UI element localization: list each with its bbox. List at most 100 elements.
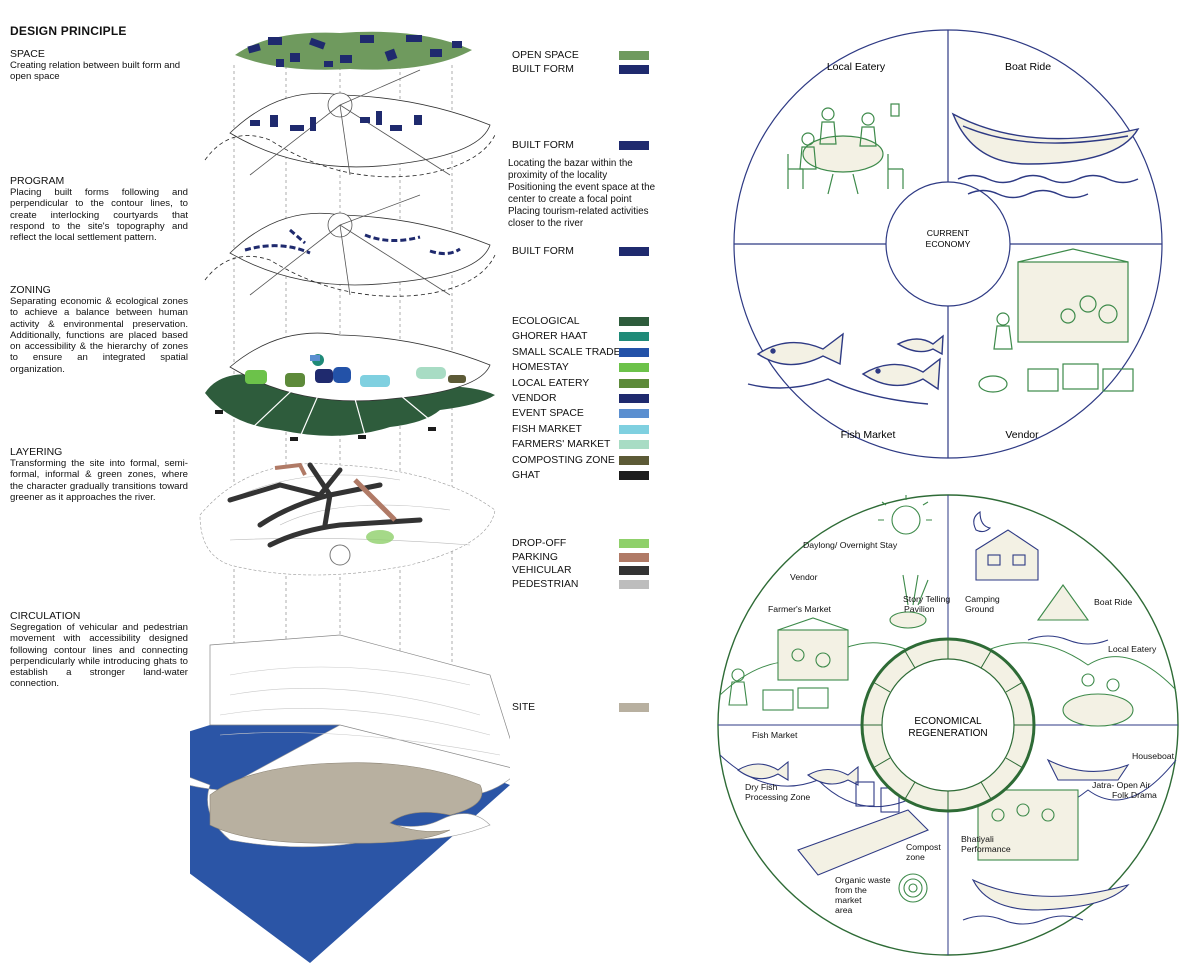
- section-heading: CIRCULATION: [10, 610, 81, 622]
- current-economy-diagram: CURRENT ECONOMY Local Eatery Boat Ride F…: [733, 29, 1163, 459]
- label-bhatiyali-2: Performance: [961, 844, 1011, 854]
- section-text: Segregation of vehicular and pedestrian …: [10, 622, 188, 690]
- label-camping-ground-1: Camping: [965, 594, 1000, 604]
- legend-item: SMALL SCALE TRADE: [512, 347, 652, 362]
- legend-item: HOMESTAY: [512, 362, 652, 377]
- section-circulation: CIRCULATION Segregation of vehicular and…: [10, 611, 188, 690]
- center-label-line1: CURRENT: [927, 228, 970, 238]
- vendor-sketch: [978, 248, 1134, 393]
- center-label-line2: ECONOMY: [926, 239, 971, 249]
- economical-regeneration-diagram: ECONOMICAL REGENERATION Daylong/ Overnig…: [717, 494, 1179, 956]
- legend-swatch: [619, 378, 649, 388]
- program-note: Positioning the event space at the cente…: [508, 182, 656, 205]
- label-organic-waste-1: Organic waste: [835, 875, 891, 885]
- legend-swatch: [619, 141, 649, 150]
- legend-item: BUILT FORM: [512, 64, 652, 78]
- regeneration-labels: Daylong/ Overnight Stay Vendor Farmer's …: [745, 540, 1175, 915]
- quadrant-label: Local Eatery: [827, 61, 886, 73]
- section-heading: PROGRAM: [10, 175, 65, 187]
- legend-item: PARKING: [512, 552, 652, 566]
- legend-swatch: [619, 703, 649, 712]
- label-organic-waste-3: market: [835, 895, 862, 905]
- regeneration-wheel: ECONOMICAL REGENERATION: [860, 637, 1036, 813]
- label-compost-2: zone: [906, 852, 925, 862]
- label-organic-waste-4: area: [835, 905, 853, 915]
- quadrant-label: Fish Market: [841, 429, 896, 441]
- legend-swatch: [619, 566, 649, 576]
- legend-swatch: [619, 51, 649, 60]
- quadrant-label: Vendor: [1005, 429, 1039, 441]
- label-fish-market: Fish Market: [752, 730, 798, 740]
- section-layering: LAYERING Transforming the site into form…: [10, 447, 188, 503]
- center-circle: [885, 181, 1011, 307]
- section-text: Transforming the site into formal, semi-…: [10, 458, 188, 503]
- section-program: PROGRAM Placing built forms following an…: [10, 175, 188, 244]
- label-daylong-stay: Daylong/ Overnight Stay: [803, 540, 898, 550]
- layer-space: [235, 31, 472, 70]
- legend-swatch: [619, 409, 649, 419]
- legend-swatch: [619, 65, 649, 74]
- label-farmers-market: Farmer's Market: [768, 604, 832, 614]
- label-boat-ride: Boat Ride: [1094, 597, 1132, 607]
- section-heading: SPACE: [10, 48, 45, 60]
- legend-program: BUILT FORM: [512, 140, 652, 154]
- legend-item: SITE: [512, 702, 652, 716]
- label-organic-waste-2: from the: [835, 885, 867, 895]
- section-heading: ZONING: [10, 284, 51, 296]
- program-note: Placing tourism-related activities close…: [508, 206, 649, 229]
- label-story-telling-pavilion-1: Story Telling: [903, 594, 950, 604]
- label-camping-ground-2: Ground: [965, 604, 994, 614]
- legend-zoning: ECOLOGICAL GHORER HAAT SMALL SCALE TRADE…: [512, 316, 652, 485]
- fish-sketch: [747, 332, 944, 405]
- legend-item: FISH MARKET: [512, 424, 652, 439]
- legend-swatch: [619, 247, 649, 256]
- program-note: Locating the bazar within the proximity …: [508, 158, 633, 181]
- legend-swatch: [619, 393, 649, 403]
- layer-circulation: [199, 462, 496, 576]
- label-local-eatery: Local Eatery: [1108, 644, 1157, 654]
- layer-zoning: [205, 332, 495, 441]
- legend-item: EVENT SPACE: [512, 408, 652, 423]
- legend-swatch: [619, 552, 649, 562]
- legend-item: VEHICULAR: [512, 565, 652, 579]
- legend-swatch: [619, 579, 649, 589]
- section-heading: LAYERING: [10, 446, 63, 458]
- legend-swatch: [619, 332, 649, 342]
- legend-item: FARMERS' MARKET: [512, 439, 652, 454]
- legend-item: LOCAL EATERY: [512, 378, 652, 393]
- legend-item: BUILT FORM: [512, 246, 652, 260]
- label-story-telling-pavilion-2: Pavilion: [904, 604, 935, 614]
- legend-space: OPEN SPACE BUILT FORM: [512, 50, 652, 78]
- legend-item: GHORER HAAT: [512, 331, 652, 346]
- legend-swatch: [619, 317, 649, 326]
- label-dry-fish-2: Processing Zone: [745, 792, 810, 802]
- legend-item: COMPOSTING ZONE: [512, 455, 652, 470]
- label-houseboat: Houseboat: [1132, 751, 1175, 761]
- legend-swatch: [619, 440, 649, 450]
- legend-item: VENDOR: [512, 393, 652, 408]
- label-compost-1: Compost: [906, 842, 941, 852]
- local-eatery-sketch: [787, 103, 904, 195]
- legend-swatch: [619, 470, 649, 480]
- layer-site: [190, 634, 510, 963]
- page-title: DESIGN PRINCIPLE: [10, 24, 127, 38]
- quadrant-label: Boat Ride: [1005, 61, 1051, 73]
- label-bhatiyali-1: Bhatiyali: [961, 834, 994, 844]
- regeneration-sketches: [728, 495, 1134, 925]
- legend-swatch: [619, 455, 649, 465]
- layer-program-2: [204, 194, 496, 297]
- legend-item: BUILT FORM: [512, 140, 652, 154]
- legend-swatch: [619, 424, 649, 434]
- legend-item: PEDESTRIAN: [512, 579, 652, 593]
- legend-item: DROP-OFF: [512, 538, 652, 552]
- legend-swatch: [619, 539, 649, 548]
- legend-site: SITE: [512, 702, 652, 716]
- legend-item: GHAT: [512, 470, 652, 485]
- boat-sketch: [951, 112, 1140, 199]
- label-jatra-1: Jatra- Open Air: [1092, 780, 1151, 790]
- legend-item: OPEN SPACE: [512, 50, 652, 64]
- section-text: Separating economic & ecological zones t…: [10, 296, 188, 375]
- center-label-line2: REGENERATION: [908, 728, 987, 739]
- label-dry-fish-1: Dry Fish: [745, 782, 778, 792]
- program-notes: Locating the bazar within the proximity …: [508, 158, 658, 230]
